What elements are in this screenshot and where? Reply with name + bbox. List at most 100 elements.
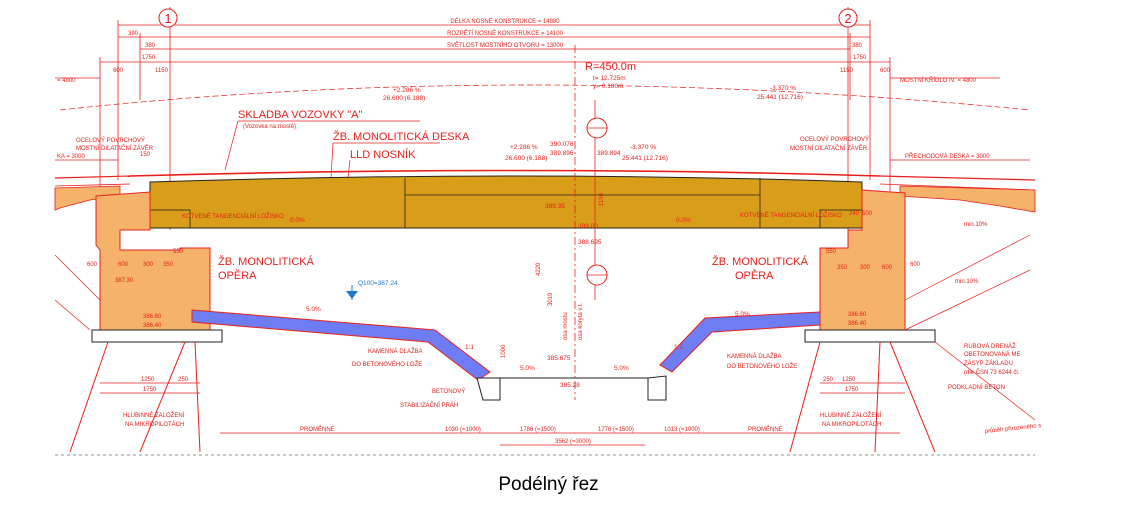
slab-left-label: KA = 3000 xyxy=(57,154,86,160)
grade-mid-right-val: 25.441 (12.716) xyxy=(622,155,668,162)
dim-240: 240 xyxy=(849,211,860,217)
foundation-left-2: NA MIKROPILOTÁCH xyxy=(125,421,184,428)
slope-5-right: 5.0% xyxy=(735,311,750,318)
dim-1786: 1786 (=1500) xyxy=(520,427,556,433)
dim-1750-left: 1750 xyxy=(142,55,156,61)
dim-380-left: 380 xyxy=(145,43,156,49)
dim-1013: 1013 (=1000) xyxy=(664,427,700,433)
dim-600-abut-left: 600 xyxy=(118,262,129,268)
slope-5-bed-left: 5.0% xyxy=(520,365,535,372)
grade-right-val: 25.441 (12.716) xyxy=(757,94,803,101)
paving-left-line1: KAMENNÁ DLAŽBA xyxy=(368,347,423,355)
pavement-sublabel: (Vozovka na mostě) xyxy=(243,124,296,130)
bearing-right-label: KOTVENÉ TANGENCIÁLNÍ LOŽISKO xyxy=(740,211,842,219)
svg-text:1: 1 xyxy=(164,11,171,26)
min10-bottom: min.10% xyxy=(955,279,979,285)
slope-1-1-right: 1:1 xyxy=(674,344,683,351)
level-386-40-right: 386.40 xyxy=(848,321,867,327)
dim-550-right: 550 xyxy=(826,249,837,255)
dim-1750-bottom-left: 1750 xyxy=(143,387,157,393)
deck-slab xyxy=(149,175,863,229)
embankment-right xyxy=(904,234,1036,421)
figure-caption: Podélný řez xyxy=(498,474,599,495)
dim-1030: 1030 (=1000) xyxy=(445,427,481,433)
svg-text:R=450.0m: R=450.0m xyxy=(585,61,636,73)
radius-info: R=450.0m t= 12.725m y= 0.180m xyxy=(585,61,636,90)
threshold-line1: BETONOVÝ xyxy=(432,388,465,395)
total-length-label: DÉLKA NOSNÉ KONSTRUKCE = 14880 xyxy=(450,18,560,25)
abutment-right-label-2: OPĚRA xyxy=(735,269,774,282)
span-label: ROZPĚTÍ NOSNÉ KONSTRUKCE = 14100 xyxy=(447,29,564,37)
level-386-60-left: 386.60 xyxy=(143,314,162,320)
svg-text:y= 0.180m: y= 0.180m xyxy=(593,83,624,90)
level-385-28: 385.28 xyxy=(560,382,580,389)
paving-right-line2: DO BETONOVÉHO LOŽE xyxy=(727,362,797,370)
beam-label: LLD NOSNÍK xyxy=(350,148,416,161)
paving-left-line2: DO BETONOVÉHO LOŽE xyxy=(352,360,422,368)
svg-text:2: 2 xyxy=(844,11,851,26)
level-386-60-right: 386.60 xyxy=(848,312,867,318)
dim-150: 150 xyxy=(140,152,151,158)
abutment-left xyxy=(95,191,211,331)
dim-1250-right: 1250 xyxy=(842,377,856,383)
footing-right xyxy=(804,329,936,343)
slope-deck-right: 0.0% xyxy=(676,217,691,224)
dim-300-right: 300 xyxy=(860,265,871,271)
variable-left: PROMĚNNÉ xyxy=(300,425,335,433)
abutment-right xyxy=(819,189,906,331)
drain-3: ZÁSYP ZÁKLADU xyxy=(964,360,1013,367)
lean-concrete: PODKLADNÍ BETON xyxy=(948,384,1005,391)
dim-1150-left: 1150 xyxy=(155,68,169,74)
level-389-894: 389.894 xyxy=(597,150,621,157)
dim-1000: 1000 xyxy=(501,344,507,358)
slope-1-1-left: 1:1 xyxy=(465,344,474,351)
foundation-right-2: NA MIKROPILOTÁCH xyxy=(822,421,881,428)
dim-250-left: 250 xyxy=(178,377,189,383)
dim-1190: 1190 xyxy=(599,192,605,206)
foundation-left-1: HLUBINNÉ ZALOŽENÍ xyxy=(123,411,185,419)
dim-550-left: 550 xyxy=(173,249,184,255)
footing-left xyxy=(91,329,223,343)
dim-3562: 3562 (=3000) xyxy=(555,439,591,445)
level-386-40-left: 386.40 xyxy=(143,323,162,329)
level-390-076: 390.076 xyxy=(550,141,574,148)
embankment-left xyxy=(54,254,101,331)
svg-text:Q100=387.24: Q100=387.24 xyxy=(358,280,398,287)
axis-road-label: osa koryta v.t. xyxy=(578,303,584,340)
micropiles xyxy=(69,341,936,453)
dim-390: 390 xyxy=(128,31,139,37)
axis-marker-2: 2 xyxy=(838,8,858,28)
svg-text:t= 12.725m: t= 12.725m xyxy=(593,75,626,82)
dim-1150-right: 1150 xyxy=(840,68,854,74)
slope-deck-left: 0.0% xyxy=(290,217,305,224)
pavement-label: SKLADBA VOZOVKY "A" xyxy=(238,109,362,121)
bed-block-left xyxy=(476,377,501,401)
grade-left-val: 26.600 (6.188) xyxy=(383,95,425,102)
level-385-675: 385.675 xyxy=(547,355,571,362)
grade-mid-left-pct: +2.286 % xyxy=(510,144,538,151)
channel-paving-right xyxy=(659,311,821,373)
water-level-marker: Q100=387.24 xyxy=(346,280,398,300)
variable-right: PROMĚNNÉ xyxy=(748,425,783,433)
grade-mid-left-val: 26.600 (6.188) xyxy=(505,155,547,162)
transition-slab-left xyxy=(54,185,121,211)
dim-600-outer-right: 600 xyxy=(910,262,921,268)
drain-2: OBETONOVANÁ ME xyxy=(964,351,1020,358)
abutment-left-label-1: ŽB. MONOLITICKÁ xyxy=(218,255,315,268)
dim-350-right: 350 xyxy=(837,265,848,271)
dimension-chains xyxy=(55,7,1030,230)
level-389-35: 389.35 xyxy=(545,203,565,210)
foundation-right-1: HLUBINNÉ ZALOŽENÍ xyxy=(820,411,882,419)
clear-span-label: SVĚTLOST MOSTNÍHO OTVORU = 13000 xyxy=(447,41,564,49)
level-389-00: 389.00 xyxy=(578,223,598,230)
section-mark-lower xyxy=(586,264,608,286)
axis-bridge-label: osa mostu xyxy=(563,312,569,340)
level-387-30: 387.30 xyxy=(115,278,134,284)
bottom-dimension-lines xyxy=(100,382,905,446)
slope-5-left: 5.0% xyxy=(306,306,321,313)
grade-mid-right-pct: -3.370 % xyxy=(630,144,656,151)
dim-350-left: 350 xyxy=(163,262,174,268)
joint-left-line1: OCELOVÝ POVRCHOVÝ xyxy=(76,137,145,144)
abutment-left-label-2: OPĚRA xyxy=(218,269,257,282)
joint-left-line2: MOSTNÍ DILATAČNÍ ZÁVĚR xyxy=(76,144,154,152)
